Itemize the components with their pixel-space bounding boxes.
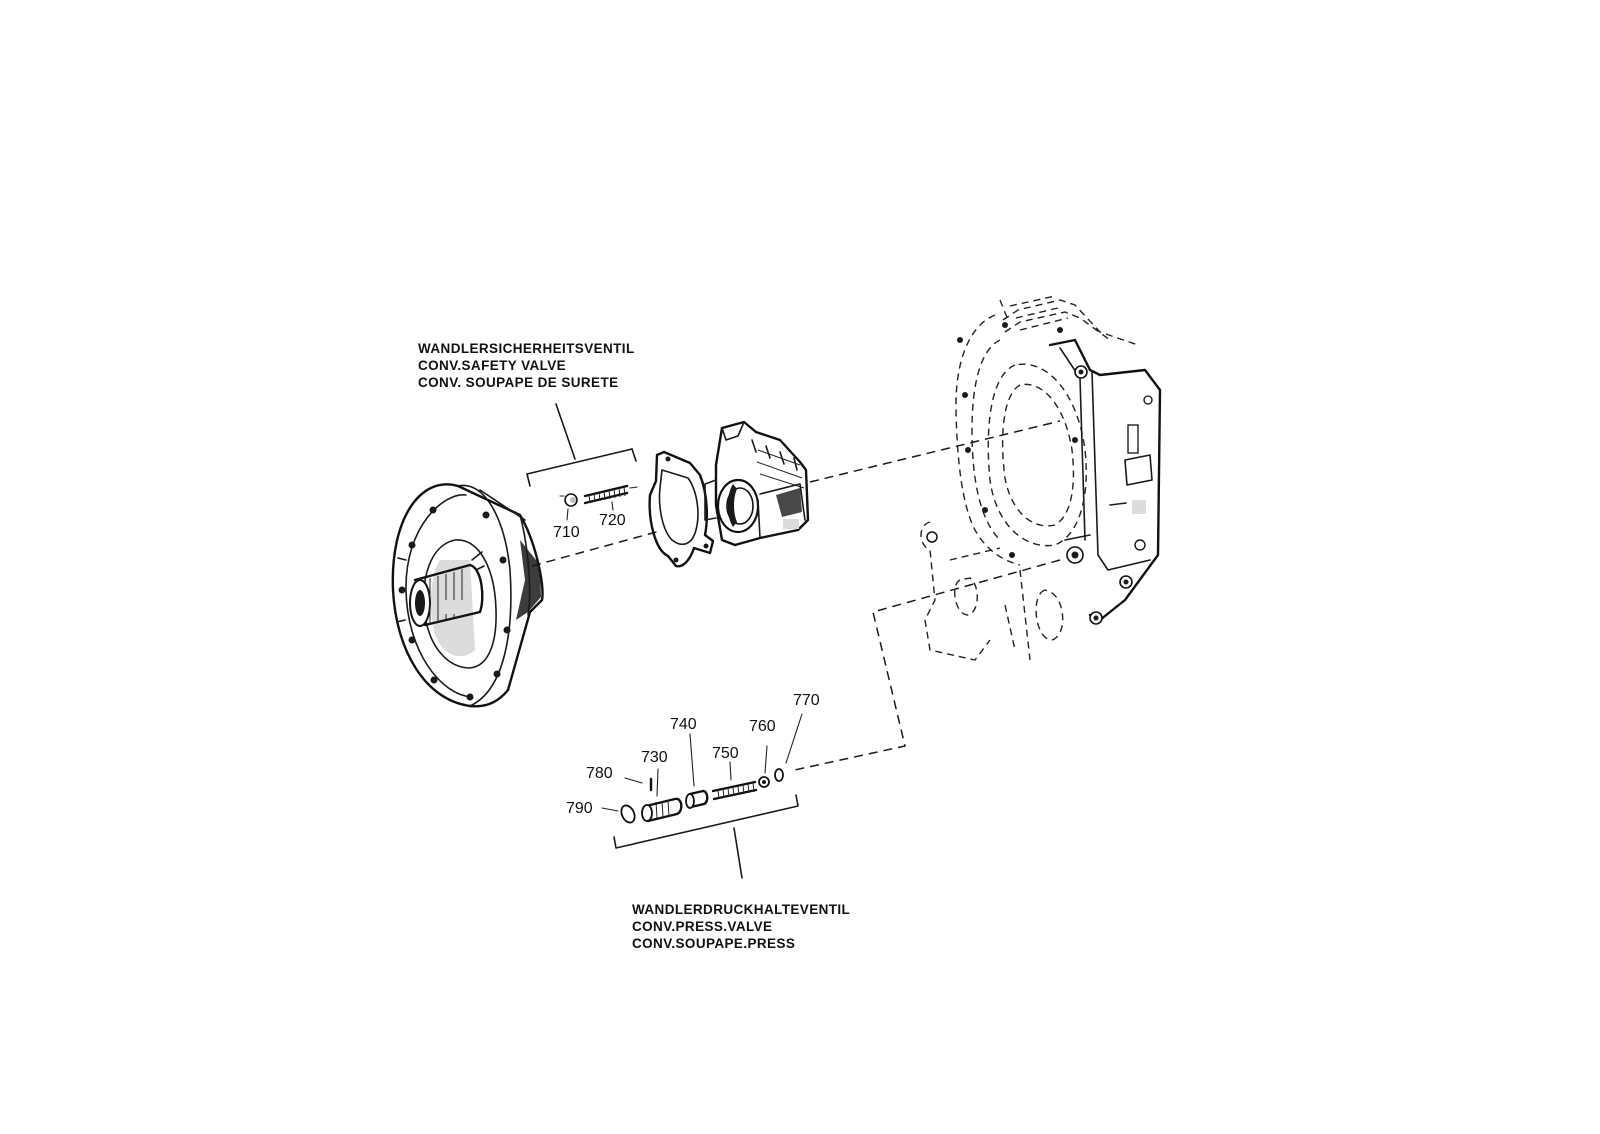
label-790: 790 <box>566 800 593 817</box>
pressure-valve-callout: WANDLERDRUCKHALTEVENTIL CONV.PRESS.VALVE… <box>613 794 850 951</box>
label-770: 770 <box>793 692 820 709</box>
part-730-sleeve: 730 <box>641 749 683 823</box>
pressure-valve-bracket <box>613 794 799 849</box>
part-740-piston: 740 <box>670 716 709 809</box>
valve-body <box>704 420 810 547</box>
label-780: 780 <box>586 765 613 782</box>
pressure-valve-leader <box>733 827 743 879</box>
safety-valve-bracket-left <box>526 473 531 487</box>
safety-valve-bracket-right <box>631 448 637 462</box>
axis-line-1 <box>531 530 661 567</box>
safety-valve-title-de: WANDLERSICHERHEITSVENTIL <box>418 341 635 356</box>
part-720-spring: 720 <box>583 484 638 529</box>
label-760: 760 <box>749 718 776 735</box>
part-780-pin: 780 <box>586 765 653 792</box>
part-770-oring: 770 <box>774 692 820 782</box>
label-750: 750 <box>712 745 739 762</box>
pressure-valve-title-de: WANDLERDRUCKHALTEVENTIL <box>632 902 850 917</box>
part-750-spring: 750 <box>711 745 758 801</box>
pump-housing <box>391 483 544 708</box>
label-740: 740 <box>670 716 697 733</box>
label-730: 730 <box>641 749 668 766</box>
label-710: 710 <box>553 524 580 541</box>
safety-valve-leader <box>555 403 576 460</box>
safety-valve-bracket <box>526 448 633 475</box>
part-710-ball: 710 <box>553 493 580 541</box>
part-760-washer: 760 <box>749 718 776 788</box>
pressure-valve-title-en: CONV.PRESS.VALVE <box>632 919 772 934</box>
transmission-housing <box>920 295 1162 661</box>
gasket <box>648 450 715 568</box>
axis-line-2 <box>809 420 1061 483</box>
pressure-valve-title-fr: CONV.SOUPAPE.PRESS <box>632 936 795 951</box>
part-790-ring: 790 <box>566 800 636 824</box>
axis-line-3 <box>789 559 1061 772</box>
safety-valve-title-fr: CONV. SOUPAPE DE SURETE <box>418 375 619 390</box>
safety-valve-callout: WANDLERSICHERHEITSVENTIL CONV.SAFETY VAL… <box>418 341 637 487</box>
label-720: 720 <box>599 512 626 529</box>
safety-valve-title-en: CONV.SAFETY VALVE <box>418 358 566 373</box>
